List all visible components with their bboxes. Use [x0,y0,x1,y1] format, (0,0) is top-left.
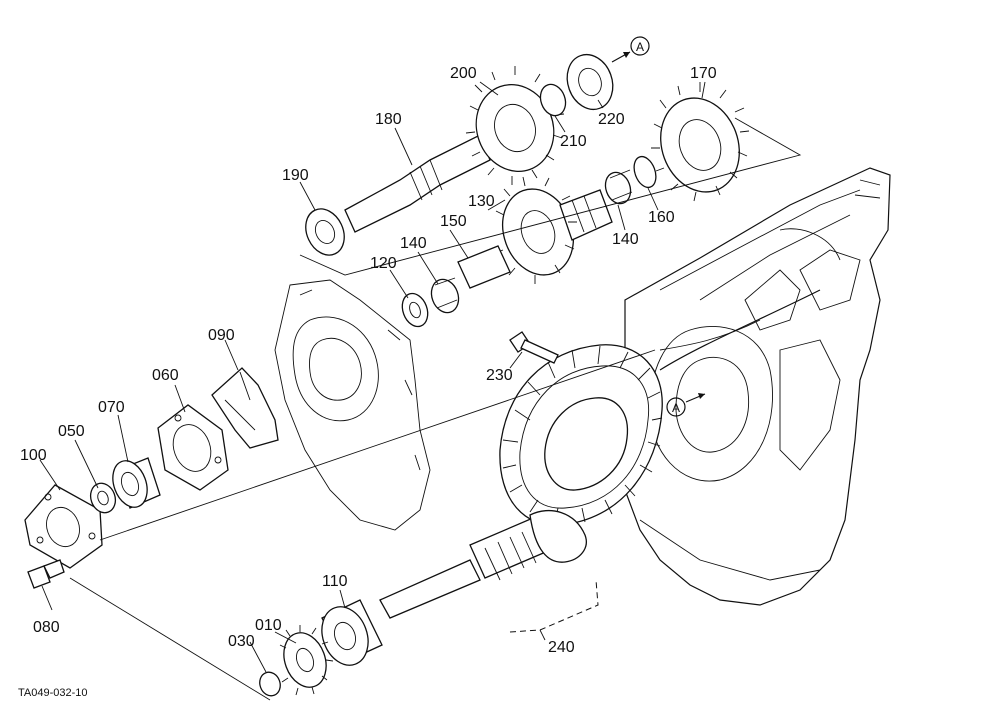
reference-mark-a-mid: A [672,401,680,415]
washer-120 [401,292,429,328]
callout-170: 170 [690,65,717,82]
reference-mark-a-top: A [636,40,644,54]
callouts: 100 050 070 060 090 080 110 010 030 120 … [20,65,717,656]
callout-140-right: 140 [612,231,639,248]
reference-circle-a-top [630,36,650,56]
needle-bearing-140-left [430,277,460,314]
shaft-180 [344,134,491,233]
snap-ring-030 [259,671,281,697]
callout-100: 100 [20,447,47,464]
gear-200 [465,66,565,185]
bearing-220 [566,53,614,111]
gear-010 [279,625,334,696]
pinion-shaft [379,509,587,619]
callout-210: 210 [560,133,587,150]
bearing-070 [112,457,161,509]
callout-030: 030 [228,633,255,650]
bolt-230 [509,331,559,364]
washer-160 [633,155,657,189]
guide-line-middle [99,349,656,541]
callout-160: 160 [648,209,675,226]
leader-lines [39,81,706,673]
assembly-bracket-240 [509,579,599,633]
transmission-housing [624,167,891,606]
plate-100 [24,484,103,569]
bolt-080 [27,559,65,589]
callout-070: 070 [98,399,125,416]
callout-140-left: 140 [400,235,427,252]
callout-090: 090 [208,327,235,344]
flange-060 [157,404,229,491]
callout-050: 050 [58,423,85,440]
callout-010: 010 [255,617,282,634]
collar-150 [457,245,511,289]
housing-090 [211,367,279,449]
bearing-190 [305,208,345,256]
callout-120: 120 [370,255,397,272]
snap-ring-210 [539,83,567,117]
lower-parts: A [259,289,821,697]
reference-circle-a-mid [666,397,686,417]
ring-gear [499,344,663,526]
callout-220: 220 [598,111,625,128]
callout-180: 180 [375,111,402,128]
callout-130: 130 [468,193,495,210]
callout-240: 240 [548,639,575,656]
bearing-110 [321,599,383,666]
cluster-gear-130 [494,176,613,284]
callout-080: 080 [33,619,60,636]
callout-110: 110 [322,573,348,590]
left-parts [24,367,279,589]
clutch-housing [274,279,431,531]
assembly-bracket-upper [299,117,802,276]
needle-bearing-140-right [604,169,633,205]
callout-230: 230 [486,367,513,384]
figure-code: TA049-032-10 [18,687,88,699]
callout-190: 190 [282,167,309,184]
callout-060: 060 [152,367,179,384]
callout-200: 200 [450,65,477,82]
gear-170 [651,82,750,202]
callout-150: 150 [440,213,467,230]
guide-line-lower [69,577,271,701]
upper-shaft-assembly: A [305,36,750,328]
arrow-a-curve [659,289,821,371]
seal-050 [89,482,117,514]
